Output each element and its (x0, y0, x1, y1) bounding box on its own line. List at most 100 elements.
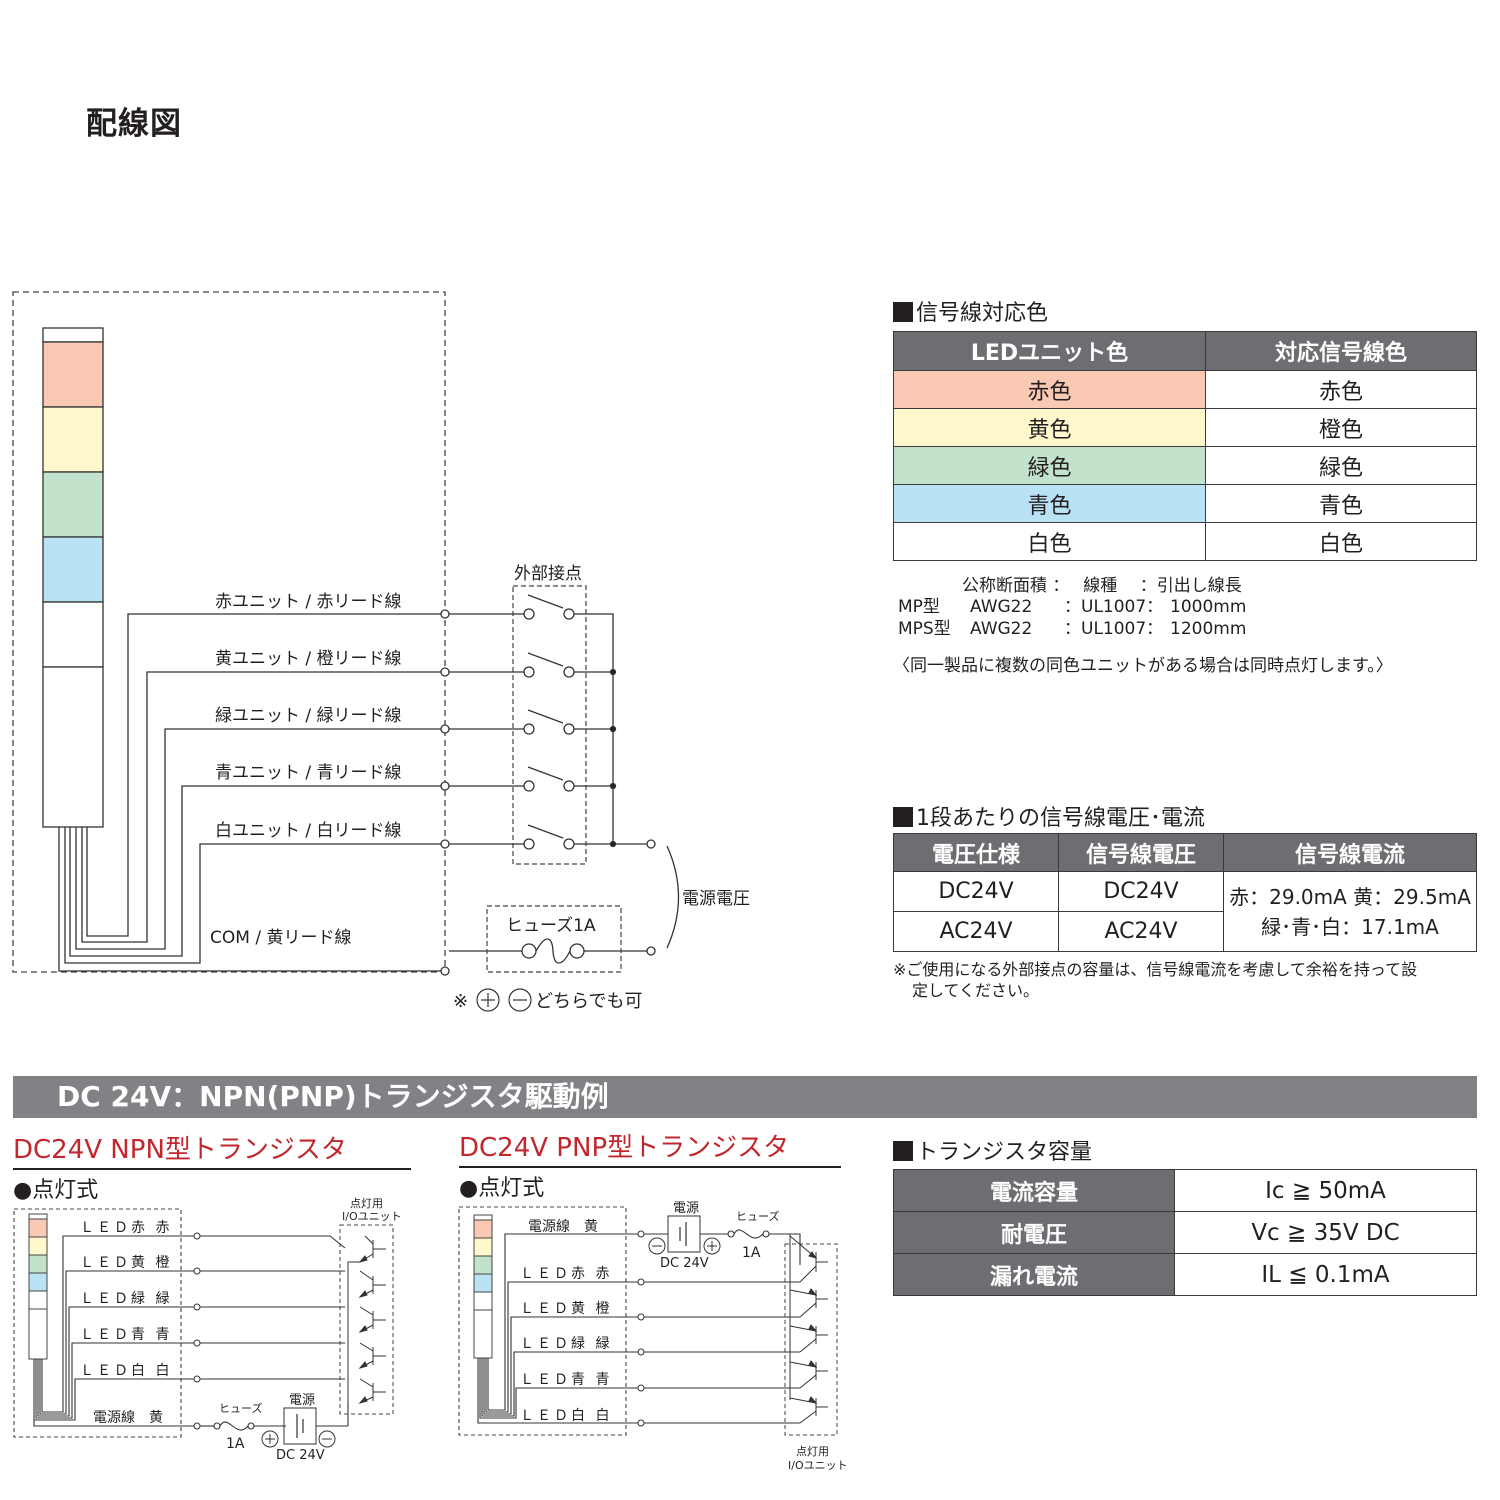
svg-text:ＬＥＤ黄 橙: ＬＥＤ黄 橙 (520, 1300, 612, 1317)
pnp-diagram: 電源線 黄 ＬＥＤ赤 赤 ＬＥＤ黄 橙 ＬＥＤ緑 緑 ＬＥＤ青 青 ＬＥＤ白 白… (458, 1201, 848, 1472)
switch-icon (440, 652, 617, 678)
signal-tower-icon (473, 1214, 493, 1359)
svg-text:ヒューズ: ヒューズ (736, 1209, 779, 1223)
svg-text:ＬＥＤ緑 緑: ＬＥＤ緑 緑 (520, 1336, 612, 1352)
lead-label-yellow: 黄ユニット / 橙リード線 (215, 649, 402, 669)
fuse-box (486, 905, 622, 973)
npn-transistor-icon (358, 1342, 386, 1369)
minus-icon (318, 1430, 336, 1448)
npn-transistor-icon (358, 1378, 386, 1404)
product-boundary (12, 291, 446, 973)
voltage-current-heading: 1段あたりの信号線電圧･電流 (893, 800, 1205, 832)
svg-text:DC 24V: DC 24V (276, 1448, 325, 1463)
square-bullet-icon (893, 807, 913, 827)
npn-heading: DC24V NPN型トランジスタ (13, 1129, 411, 1170)
transistor-group (789, 1234, 828, 1424)
com-label: COM / 黄リード線 (210, 928, 351, 948)
external-contact-label: 外部接点 (514, 564, 582, 584)
section-banner: DC 24V：NPN(PNP)トランジスタ駆動例 (13, 1076, 1477, 1118)
transistor-heading: トランジスタ容量 (893, 1134, 1092, 1166)
plus-icon (261, 1430, 279, 1448)
power-voltage-label: 電源電圧 (682, 889, 750, 909)
transistor-group (347, 1235, 386, 1404)
table-row: 白色白色 (893, 522, 1477, 561)
switch-group (440, 594, 680, 976)
plus-icon (476, 988, 500, 1012)
page-title: 配線図 (86, 106, 182, 142)
voltage-current-table: 電圧仕様 信号線電圧 信号線電流 DC24V DC24V 赤：29.0mA 黄：… (893, 833, 1477, 952)
minus-icon (648, 1237, 666, 1255)
svg-text:1A: 1A (742, 1245, 761, 1261)
signal-color-heading: 信号線対応色 (893, 295, 1048, 327)
power-supply-icon (667, 1215, 701, 1253)
lead-label-red: 赤ユニット / 赤リード線 (215, 592, 402, 612)
lead-label-green: 緑ユニット / 緑リード線 (215, 706, 402, 726)
transistor-capacity-table: 電流容量 Ic ≧ 50mA 耐電圧 Vc ≧ 35V DC 漏れ電流 IL ≦… (893, 1169, 1477, 1296)
pnp-heading: DC24V PNP型トランジスタ (459, 1127, 841, 1168)
svg-text:電源: 電源 (289, 1393, 315, 1408)
wiring-diagram: 赤ユニット / 赤リード線 黄ユニット / 橙リード線 緑ユニット / 緑リード… (12, 291, 750, 1012)
npn-transistor-icon (358, 1270, 386, 1298)
pnp-transistor-icon (789, 1235, 828, 1283)
svg-text:ＬＥＤ青 青: ＬＥＤ青 青 (80, 1327, 172, 1343)
switch-icon (440, 709, 617, 735)
table-row: 耐電圧 Vc ≧ 35V DC (893, 1211, 1477, 1254)
svg-text:電源線 黄: 電源線 黄 (93, 1409, 163, 1426)
pnp-transistor-icon (789, 1360, 828, 1389)
switch-icon (440, 594, 614, 844)
switch-icon (440, 824, 656, 850)
signal-tower-icon (42, 327, 104, 828)
signal-color-table: LEDユニット色 対応信号線色 赤色赤色 黄色橙色 緑色緑色 青色青色 白色白色 (893, 331, 1477, 561)
svg-text:ＬＥＤ白 白: ＬＥＤ白 白 (80, 1363, 172, 1379)
same-color-note: 〈同一製品に複数の同色ユニットがある場合は同時点灯します。〉 (893, 656, 1393, 676)
table-row: DC24V DC24V 赤：29.0mA 黄：29.5mA 緑･青･白：17.1… (893, 871, 1477, 952)
svg-text:※: ※ (453, 991, 468, 1012)
svg-text:1A: 1A (226, 1436, 245, 1452)
svg-text:ＬＥＤ青 青: ＬＥＤ青 青 (520, 1372, 612, 1388)
polarity-note: どちらでも可 (535, 991, 642, 1012)
svg-text:I/Oユニット: I/Oユニット (342, 1210, 402, 1223)
svg-text:DC 24V: DC 24V (660, 1256, 709, 1271)
svg-text:ＬＥＤ白 白: ＬＥＤ白 白 (520, 1408, 612, 1424)
svg-text:ＬＥＤ黄 橙: ＬＥＤ黄 橙 (80, 1254, 172, 1271)
signal-tower-icon (28, 1213, 48, 1360)
svg-text:ＬＥＤ緑 緑: ＬＥＤ緑 緑 (80, 1291, 172, 1307)
pnp-transistor-icon (789, 1396, 828, 1424)
lead-label-blue: 青ユニット / 青リード線 (215, 763, 402, 783)
pnp-transistor-icon (789, 1324, 828, 1353)
contact-capacity-note: ※ご使用になる外部接点の容量は、信号線電流を考慮して余裕を持って設 (893, 960, 1418, 979)
table-row: 青色青色 (893, 484, 1477, 523)
switch-icon (440, 766, 617, 792)
table-row: 赤色赤色 (893, 370, 1477, 409)
svg-text:電源: 電源 (673, 1201, 699, 1216)
table-row: 緑色緑色 (893, 446, 1477, 485)
npn-transistor-icon (358, 1306, 386, 1333)
table-row: 漏れ電流 IL ≦ 0.1mA (893, 1253, 1477, 1296)
svg-text:ＬＥＤ赤 赤: ＬＥＤ赤 赤 (520, 1266, 612, 1282)
npn-subheading: ●点灯式 (13, 1178, 99, 1203)
table-row: 電流容量 Ic ≧ 50mA (893, 1169, 1477, 1212)
power-supply-icon (283, 1407, 317, 1445)
power-voltage-bracket (666, 845, 680, 949)
wire-spec-header: 公称断面積 ： 線種 ：引出し線長 (962, 576, 1242, 596)
svg-text:点灯用: 点灯用 (350, 1197, 383, 1210)
signal-current-cell: 赤：29.0mA 黄：29.5mA 緑･青･白：17.1mA (1223, 871, 1477, 952)
square-bullet-icon (893, 1141, 913, 1161)
square-bullet-icon (893, 302, 913, 322)
npn-diagram: ＬＥＤ赤 赤 ＬＥＤ黄 橙 ＬＥＤ緑 緑 ＬＥＤ青 青 ＬＥＤ白 白 電源線 黄… (13, 1197, 402, 1463)
lead-label-white: 白ユニット / 白リード線 (215, 821, 402, 841)
svg-text:ＬＥＤ赤 赤: ＬＥＤ赤 赤 (80, 1220, 172, 1236)
fuse-icon (200, 1421, 286, 1431)
svg-text:I/Oユニット: I/Oユニット (788, 1459, 848, 1472)
fuse-label: ヒューズ1A (506, 916, 596, 936)
plus-icon (703, 1237, 721, 1255)
table-row: AC24V AC24V (893, 911, 1477, 952)
pnp-subheading: ●点灯式 (459, 1176, 545, 1201)
svg-text:点灯用: 点灯用 (796, 1445, 829, 1458)
pnp-transistor-icon (789, 1288, 828, 1318)
table-row: 黄色橙色 (893, 408, 1477, 447)
svg-text:電源線 黄: 電源線 黄 (528, 1218, 598, 1235)
minus-icon (508, 988, 532, 1012)
